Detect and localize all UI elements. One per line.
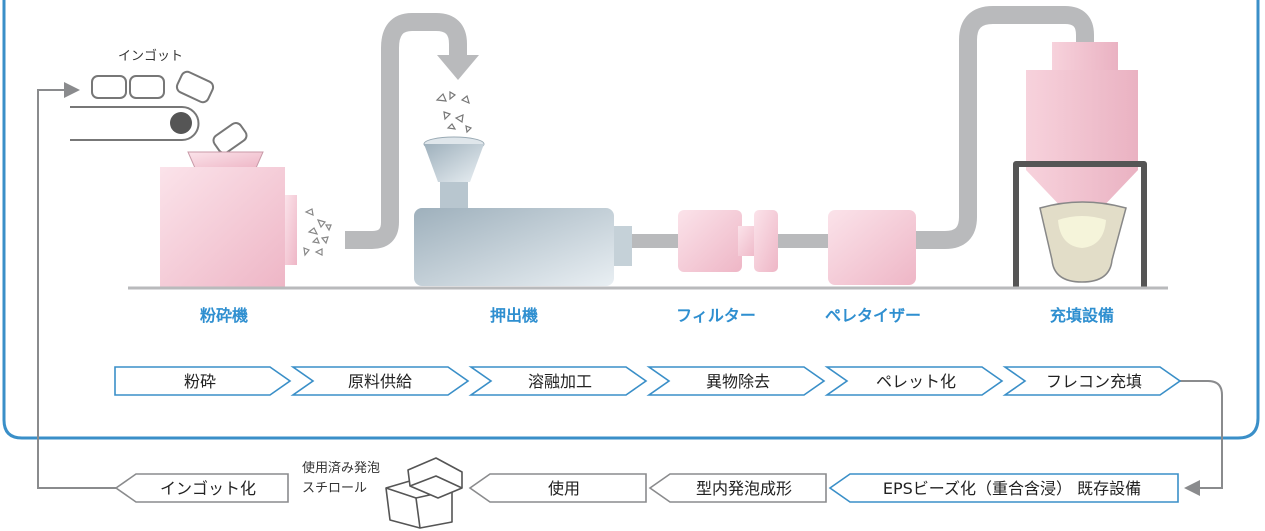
pelletizer-machine (828, 210, 916, 285)
transport-pipe-1 (345, 13, 467, 249)
existing-equipment-label: EPSビーズ化（重合含浸） 既存設備 (883, 479, 1141, 498)
process-step-label: 原料供給 (348, 372, 412, 391)
ingot-conversion-shape (114, 473, 289, 503)
process-step-label: 溶融加工 (528, 372, 592, 391)
existing-equipment-shape (828, 473, 1179, 503)
return-loop-arrowhead (64, 82, 80, 98)
process-step-shape (646, 366, 826, 396)
machine-label-crusher: 粉砕機 (200, 306, 248, 325)
ingot-block (129, 75, 165, 99)
machine-label-filter: フィルター (676, 306, 756, 325)
right-connector-line (1170, 380, 1223, 489)
process-step-shape (1002, 366, 1182, 396)
used-foam-label-line1: 使用済み発泡 (302, 460, 380, 476)
return-loop-line (37, 89, 118, 489)
process-step-shape (114, 366, 292, 396)
ingot-label: インゴット (118, 48, 183, 64)
filter-machine (678, 210, 778, 272)
machine-label-extruder: 押出機 (490, 306, 538, 325)
transport-pipe-2 (915, 6, 1094, 249)
extruder-machine (414, 90, 632, 286)
used-foam-label-line2: スチロール (302, 481, 367, 496)
process-step-label: 粉砕 (184, 372, 216, 391)
lower-flow: EPSビーズ化（重合含浸） 既存設備 型内発泡成形 使用 使用済み発泡 スチロー… (114, 457, 1179, 529)
process-flow: 粉砕 原料供給 溶融加工 異物除去 ペレット化 フレコン充填 (114, 366, 1182, 396)
ingot-block (91, 75, 127, 99)
ingot-block (212, 121, 248, 155)
connector-pipe (778, 234, 828, 248)
conveyor-roller (170, 112, 192, 134)
ingot-block (175, 70, 215, 104)
process-step-label: 異物除去 (706, 372, 770, 391)
in-mold-foaming-label: 型内発泡成形 (696, 479, 792, 498)
section-frame (2, 0, 1260, 440)
process-step-shape (290, 366, 470, 396)
pipe-1-arrowhead (437, 55, 479, 80)
ingot-conveyor: インゴット (70, 48, 248, 155)
process-step-label: ペレット化 (876, 372, 956, 391)
used-foam-box-icon (385, 457, 463, 529)
in-mold-foaming-shape (648, 473, 827, 503)
connector-pipe (632, 234, 680, 248)
process-step-label: フレコン充填 (1046, 372, 1142, 391)
machine-label-filling: 充填設備 (1050, 306, 1114, 325)
ingot-conversion-label: インゴット化 (160, 479, 256, 498)
machine-label-pelletizer: ペレタイザー (825, 306, 921, 325)
filling-equipment (1013, 42, 1147, 288)
use-shape (468, 473, 647, 503)
use-label: 使用 (548, 479, 580, 498)
crusher-machine (160, 151, 332, 287)
process-step-shape (824, 366, 1004, 396)
right-connector-arrowhead (1184, 480, 1200, 496)
process-step-shape (468, 366, 648, 396)
